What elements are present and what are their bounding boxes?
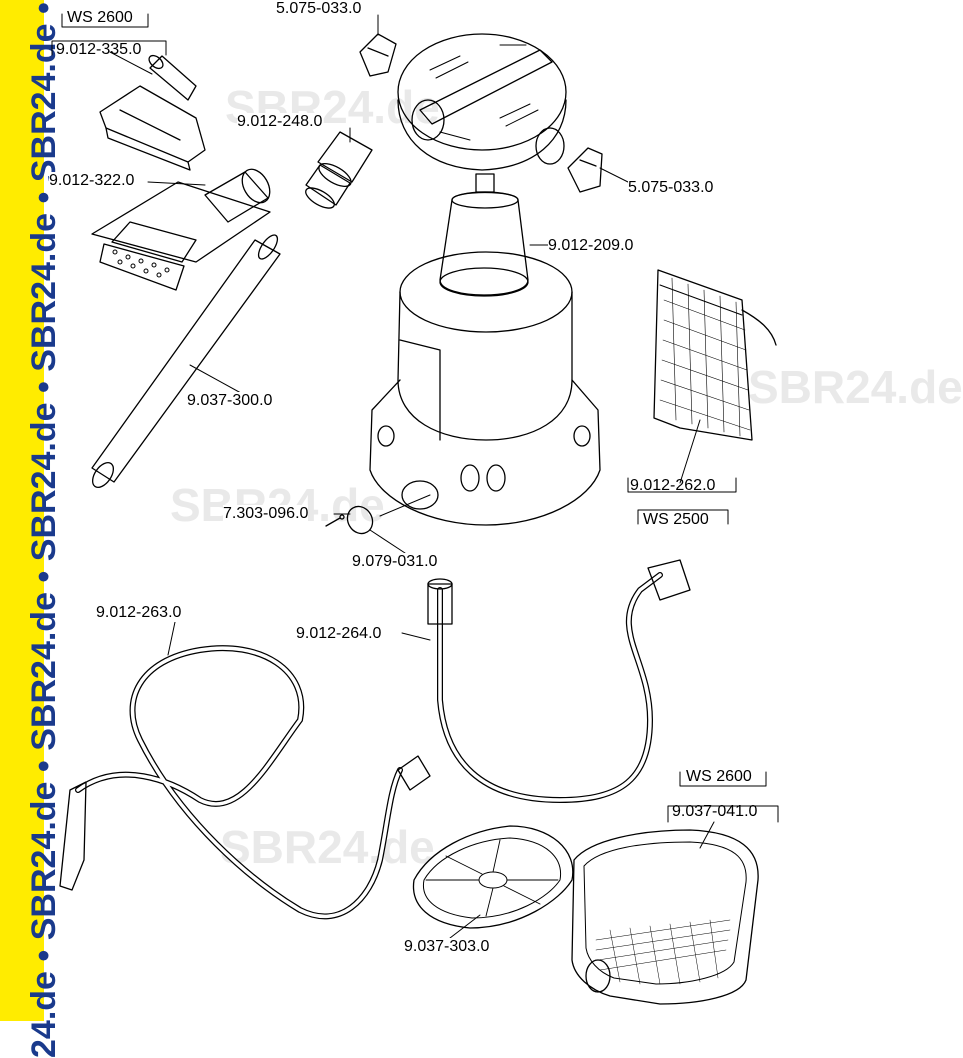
hose-coupler-drawing <box>427 559 691 625</box>
part-label-5075033-right: 5.075-033.0 <box>628 179 714 197</box>
part-label-9037041: 9.037-041.0 <box>672 803 758 820</box>
part-label-9012263: 9.012-263.0 <box>96 604 182 622</box>
drain-hose-drawing <box>437 572 663 803</box>
part-label-9079031: 9.079-031.0 <box>352 553 438 571</box>
floor-nozzle-drawing <box>91 168 271 291</box>
suction-hose-inner <box>76 646 402 918</box>
part-label-ws2600-top: WS 2600 <box>67 9 133 26</box>
latch-clip-drawing <box>359 33 603 193</box>
adapter-tube-drawing <box>305 131 373 209</box>
drain-hose-inner <box>438 573 662 802</box>
hose-handle-drawing <box>59 755 431 891</box>
bracket-boxes <box>51 13 779 823</box>
flat-filter-drawing <box>412 825 574 929</box>
part-label-ws2500: WS 2500 <box>643 511 709 528</box>
part-label-9012248: 9.012-248.0 <box>237 113 323 131</box>
part-label-9037300: 9.037-300.0 <box>187 392 273 410</box>
basket-drawing <box>571 829 759 1005</box>
motor-head-drawing <box>397 33 567 171</box>
part-label-9037303: 9.037-303.0 <box>404 938 490 956</box>
part-label-ws2600-bottom: WS 2600 <box>686 768 752 785</box>
exploded-parts-drawing <box>51 13 779 1005</box>
part-label-9012262: 9.012-262.0 <box>630 477 716 494</box>
part-label-9012264: 9.012-264.0 <box>296 625 382 643</box>
upholstery-nozzle-drawing <box>99 54 206 171</box>
extension-tube-drawing <box>91 234 281 489</box>
tank-drawing <box>369 173 601 526</box>
part-label-9012322: 9.012-322.0 <box>49 172 135 190</box>
part-label-9012209: 9.012-209.0 <box>548 237 634 255</box>
part-label-5075033-top: 5.075-033.0 <box>276 0 362 18</box>
filter-bag-drawing <box>653 269 777 441</box>
part-label-9012335: 9.012-335.0 <box>56 41 142 58</box>
brand-sidebar: 24.de • SBR24.de • SBR24.de • SBR24.de •… <box>0 0 63 1058</box>
suction-hose-drawing <box>75 645 403 920</box>
cap-and-screw-drawing <box>325 505 374 535</box>
part-label-7303096: 7.303-096.0 <box>223 505 309 523</box>
watermark: SBR24.de <box>748 361 963 413</box>
watermark: SBR24.de <box>220 821 435 873</box>
